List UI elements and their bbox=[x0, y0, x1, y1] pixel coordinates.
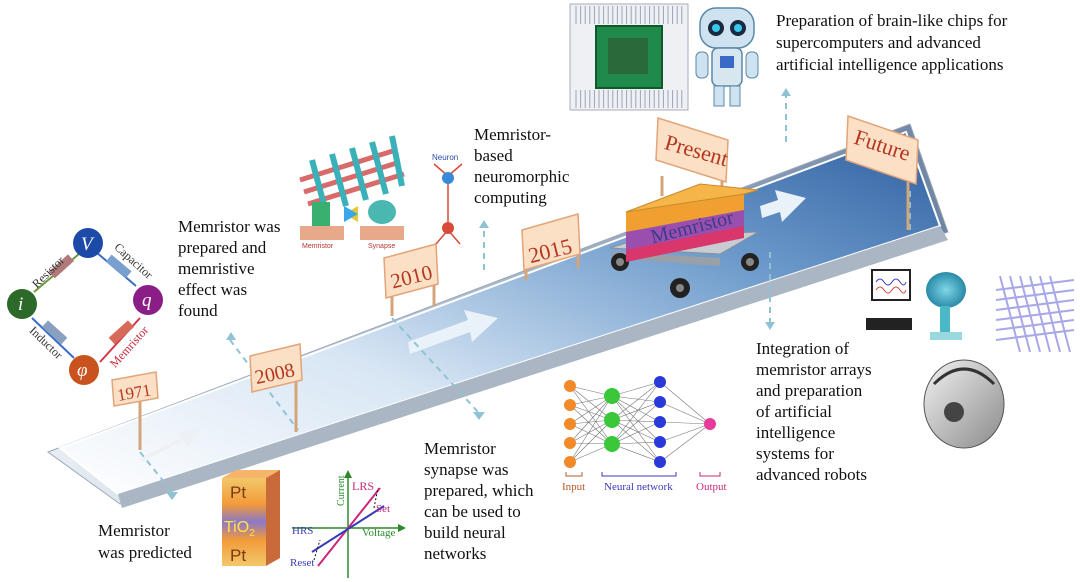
caption-brainchips-line3: artificial intelligence applications bbox=[776, 55, 1004, 74]
nn-node bbox=[604, 436, 620, 452]
iv-reset-label: Reset bbox=[290, 557, 314, 569]
pt-tio2-stack: Pt TiO2 Pt bbox=[222, 470, 280, 566]
sign-2010: 2010 bbox=[383, 243, 439, 316]
caption-prepared: Memristor was prepared and memristive ef… bbox=[178, 217, 280, 320]
memristor-quadrant: V q i φ Resistor Capacitor Inductor Memr… bbox=[7, 228, 163, 385]
crossbar-memristor-label: Memristor bbox=[302, 243, 334, 250]
brain-chip-image bbox=[569, 3, 689, 111]
caption-neuromorphic-line2: based bbox=[474, 146, 513, 165]
crossbar-synapse-illustration: Neuron Memristor Synapse bbox=[299, 135, 463, 250]
caption-integration-line4: of artificial bbox=[756, 402, 832, 421]
caption-synapse-line4: can be used to bbox=[424, 502, 521, 521]
iv-current-label: Current bbox=[336, 475, 347, 506]
caption-predicted: Memristor was predicted bbox=[98, 521, 192, 562]
node-i-label: i bbox=[18, 294, 23, 315]
memristor-cart: Memristor bbox=[609, 183, 759, 298]
node-i bbox=[7, 289, 37, 319]
caption-neuromorphic-line3: neuromorphic bbox=[474, 167, 570, 186]
iv-lrs-label: LRS bbox=[352, 479, 374, 493]
caption-integration-line6: systems for bbox=[756, 444, 834, 463]
node-V-label: V bbox=[81, 234, 95, 255]
nn-node bbox=[604, 388, 620, 404]
caption-synapse-line3: prepared, which bbox=[424, 481, 534, 500]
caption-prepared-line4: effect was bbox=[178, 280, 247, 299]
nn-node bbox=[654, 376, 666, 388]
caption-integration-line5: intelligence bbox=[756, 423, 835, 442]
stack-top-label: Pt bbox=[230, 483, 246, 502]
caption-synapse-line1: Memristor bbox=[424, 439, 496, 458]
nn-node bbox=[564, 437, 576, 449]
crossbar-neuron-label: Neuron bbox=[432, 153, 458, 162]
node-V bbox=[73, 228, 103, 258]
caption-brainchips: Preparation of brain-like chips for supe… bbox=[776, 11, 1008, 74]
caption-brainchips-line1: Preparation of brain-like chips for bbox=[776, 11, 1008, 30]
nn-node bbox=[704, 418, 716, 430]
neural-network: Input Neural network Output bbox=[562, 376, 727, 493]
lead-arrowheads bbox=[166, 88, 791, 500]
caption-neuromorphic-line4: computing bbox=[474, 188, 547, 207]
stack-mid-sub: 2 bbox=[249, 528, 255, 539]
iv-curve: Current Voltage LRS HRS Set Reset bbox=[290, 470, 406, 578]
nn-network-label: Neural network bbox=[604, 481, 673, 493]
sign-2015: 2015 bbox=[521, 213, 581, 280]
caption-integration-line3: and preparation bbox=[756, 381, 863, 400]
node-phi-label: φ bbox=[77, 360, 88, 381]
caption-synapse-line6: networks bbox=[424, 544, 486, 563]
stack-bottom-label: Pt bbox=[230, 546, 246, 565]
caption-neuromorphic: Memristor- based neuromorphic computing bbox=[474, 125, 570, 207]
nn-node bbox=[654, 416, 666, 428]
ai-robot-collage bbox=[866, 269, 1075, 449]
nn-node bbox=[564, 456, 576, 468]
nn-output-label: Output bbox=[696, 481, 727, 493]
stack-mid-label: TiO2 bbox=[224, 519, 255, 539]
caption-synapse: Memristor synapse was prepared, which ca… bbox=[424, 439, 534, 563]
caption-prepared-line1: Memristor was bbox=[178, 217, 280, 236]
node-q bbox=[133, 285, 163, 315]
nn-node bbox=[654, 396, 666, 408]
nn-node bbox=[564, 380, 576, 392]
nn-node bbox=[654, 456, 666, 468]
caption-synapse-line5: build neural bbox=[424, 523, 506, 542]
nn-node bbox=[604, 412, 620, 428]
node-q-label: q bbox=[142, 290, 152, 311]
nn-input-label: Input bbox=[562, 481, 585, 493]
sign-1971: 1971 bbox=[111, 371, 159, 450]
nn-node bbox=[564, 399, 576, 411]
caption-prepared-line2: prepared and bbox=[178, 238, 267, 257]
caption-prepared-line3: memristive bbox=[178, 259, 254, 278]
caption-predicted-line2: was predicted bbox=[98, 543, 192, 562]
caption-brainchips-line2: supercomputers and advanced bbox=[776, 33, 981, 52]
iv-set-label: Set bbox=[376, 503, 390, 515]
iv-hrs-label: HRS bbox=[292, 525, 313, 537]
caption-integration-line1: Integration of bbox=[756, 339, 849, 358]
caption-predicted-line1: Memristor bbox=[98, 521, 170, 540]
caption-integration: Integration of memristor arrays and prep… bbox=[756, 339, 872, 484]
robot-illustration bbox=[695, 7, 759, 107]
iv-voltage-label: Voltage bbox=[362, 527, 396, 539]
caption-integration-line2: memristor arrays bbox=[756, 360, 872, 379]
caption-integration-line7: advanced robots bbox=[756, 465, 867, 484]
caption-neuromorphic-line1: Memristor- bbox=[474, 125, 551, 144]
node-phi bbox=[69, 355, 99, 385]
caption-prepared-line5: found bbox=[178, 301, 218, 320]
caption-synapse-line2: synapse was bbox=[424, 460, 509, 479]
sign-future: Future bbox=[845, 114, 919, 230]
nn-node bbox=[654, 436, 666, 448]
nn-node bbox=[564, 418, 576, 430]
crossbar-synapse-label: Synapse bbox=[368, 243, 395, 250]
